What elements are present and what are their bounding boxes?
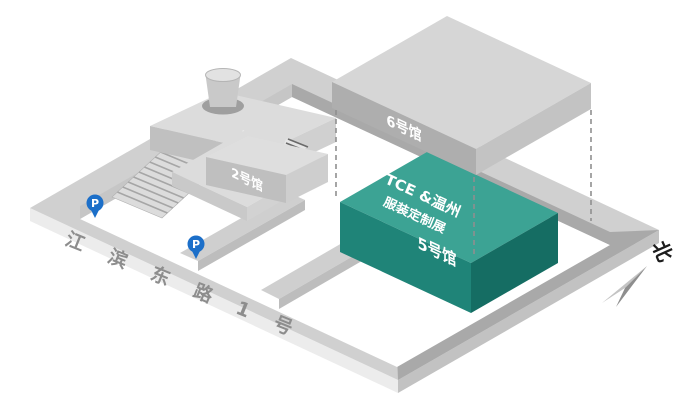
cross-road-west — [180, 192, 305, 271]
cross-road-west-top — [180, 192, 305, 261]
parking-pin-icon — [86, 194, 104, 212]
hall-5-front-face — [340, 202, 471, 313]
cross-road-east-side — [279, 248, 367, 309]
tower-top — [205, 68, 241, 82]
parking-pin-icon — [187, 235, 205, 253]
cross-road-east-top — [261, 239, 367, 299]
hall-5-roof — [340, 152, 558, 263]
north-arrow-icon-light — [602, 266, 647, 303]
cross-road-east — [261, 239, 367, 309]
perimeter-road-se-shaded — [397, 230, 659, 380]
platform-se-outer-face — [398, 230, 659, 393]
parking-pin: P — [86, 194, 104, 218]
hall-6-building: 6号馆 — [332, 16, 591, 175]
hall-2-building: 2号馆 — [206, 136, 328, 203]
north-arrow-icon-dark — [616, 266, 647, 307]
hall-6-front-face — [332, 82, 476, 175]
hall-6-roof — [332, 16, 591, 149]
hall-1-roof — [150, 92, 336, 152]
hall-5-building: TCE &温州 服装定制展 5号馆 — [340, 152, 558, 313]
hall-2-front-face — [206, 157, 286, 203]
parking-pin: P — [187, 235, 205, 259]
hall-6-side-face — [476, 83, 591, 175]
platform-sw-outer-face — [30, 208, 398, 393]
tower-body — [205, 75, 241, 107]
footprint-dash-lines — [335, 110, 592, 257]
parking-pin-letter: P — [192, 238, 200, 251]
cross-road-west-side — [198, 200, 305, 271]
parking-pin-letter: P — [91, 197, 99, 210]
hall-2-side-face — [286, 154, 328, 203]
hall-2-roof — [206, 136, 328, 175]
annex-front-face — [172, 172, 247, 221]
hall-5-side-face — [471, 213, 558, 313]
